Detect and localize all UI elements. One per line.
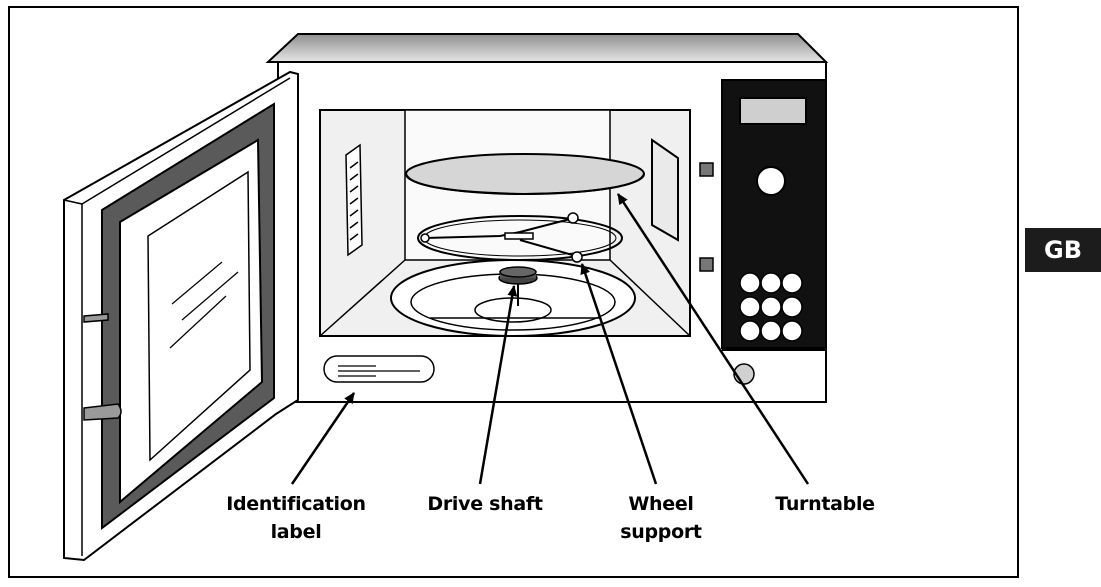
callout-drive-shaft-line-1: Drive shaft <box>427 493 543 515</box>
callout-identification-label: Identification label <box>212 490 380 546</box>
arrow-turntable <box>616 193 810 485</box>
latch-slot-lower <box>699 257 714 272</box>
arrow-wheel-support <box>580 263 658 485</box>
arrow-identification-label <box>290 392 356 485</box>
arrow-drive-shaft <box>478 285 518 485</box>
keypad-buttons <box>739 272 803 342</box>
display-window <box>739 97 807 125</box>
callout-wheel-support-line-1: Wheel <box>628 493 694 515</box>
callout-wheel-support-line-2: support <box>620 521 702 543</box>
callout-identification-label-line-1: Identification <box>226 493 366 515</box>
callout-arrows <box>290 193 810 485</box>
wheel-support <box>417 212 623 263</box>
callout-wheel-support: Wheel support <box>606 490 716 546</box>
turntable <box>405 153 645 196</box>
language-tab-gb: GB <box>1025 228 1101 272</box>
control-knob <box>756 166 786 196</box>
door-window <box>119 138 264 505</box>
left-wall-vent <box>345 143 363 257</box>
right-wall-vent <box>651 138 679 242</box>
callout-identification-label-line-2: label <box>270 521 322 543</box>
latch-slot-upper <box>699 162 714 177</box>
callout-drive-shaft: Drive shaft <box>410 490 560 518</box>
callout-turntable: Turntable <box>760 490 890 518</box>
drive-shaft <box>498 266 538 306</box>
door-hinge-pins <box>83 313 122 421</box>
identification-label-plate <box>323 355 435 383</box>
cabinet-top <box>265 33 829 63</box>
callout-turntable-line-1: Turntable <box>775 493 875 515</box>
